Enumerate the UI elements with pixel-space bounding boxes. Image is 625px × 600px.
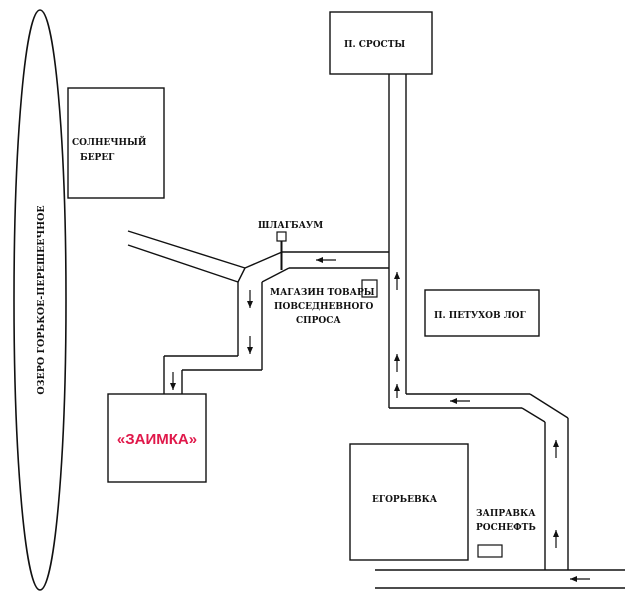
road-to-barrier xyxy=(127,230,389,394)
srosty-label: П. СРОСТЫ xyxy=(344,40,405,50)
egorievka-label: ЕГОРЬЕВКА xyxy=(372,495,438,505)
highway-bottom xyxy=(375,569,625,589)
shop-marker xyxy=(361,279,378,298)
fuel-station-marker xyxy=(477,544,503,558)
shop-label-3: СПРОСА xyxy=(296,316,341,326)
direction-arrows xyxy=(170,257,590,582)
road-srosty-south xyxy=(388,74,407,408)
solnechny-bereg-label-1: СОЛНЕЧНЫЙ xyxy=(72,135,147,148)
petukhov-log-label: П. ПЕТУХОВ ЛОГ xyxy=(434,311,526,321)
fuel-station-label-1: ЗАПРАВКА xyxy=(476,509,536,519)
shop-label-2: ПОВСЕДНЕВНОГО xyxy=(274,302,373,312)
solnechny-bereg-block xyxy=(67,87,165,199)
shop-label-1: МАГАЗИН ТОВАРЫ xyxy=(270,288,375,298)
zaimka-label: «ЗАИМКА» xyxy=(117,431,197,448)
zaimka-block xyxy=(107,393,207,483)
road-south-east xyxy=(389,393,569,570)
lake-shape xyxy=(13,9,67,591)
petukhov-log-block xyxy=(424,289,540,337)
solnechny-bereg-label-2: БЕРЕГ xyxy=(80,153,115,163)
egorievka-block xyxy=(349,443,469,561)
fuel-station-label-2: РОСНЕФТЬ xyxy=(476,523,536,533)
barrier-label: ШЛАГБАУМ xyxy=(258,221,323,231)
srosty-block xyxy=(329,11,433,75)
lake-label: ОЗЕРО ГОРЬКОЕ-ПЕРЕШЕЕЧНОЕ xyxy=(36,205,47,394)
barrier-marker xyxy=(276,231,287,242)
